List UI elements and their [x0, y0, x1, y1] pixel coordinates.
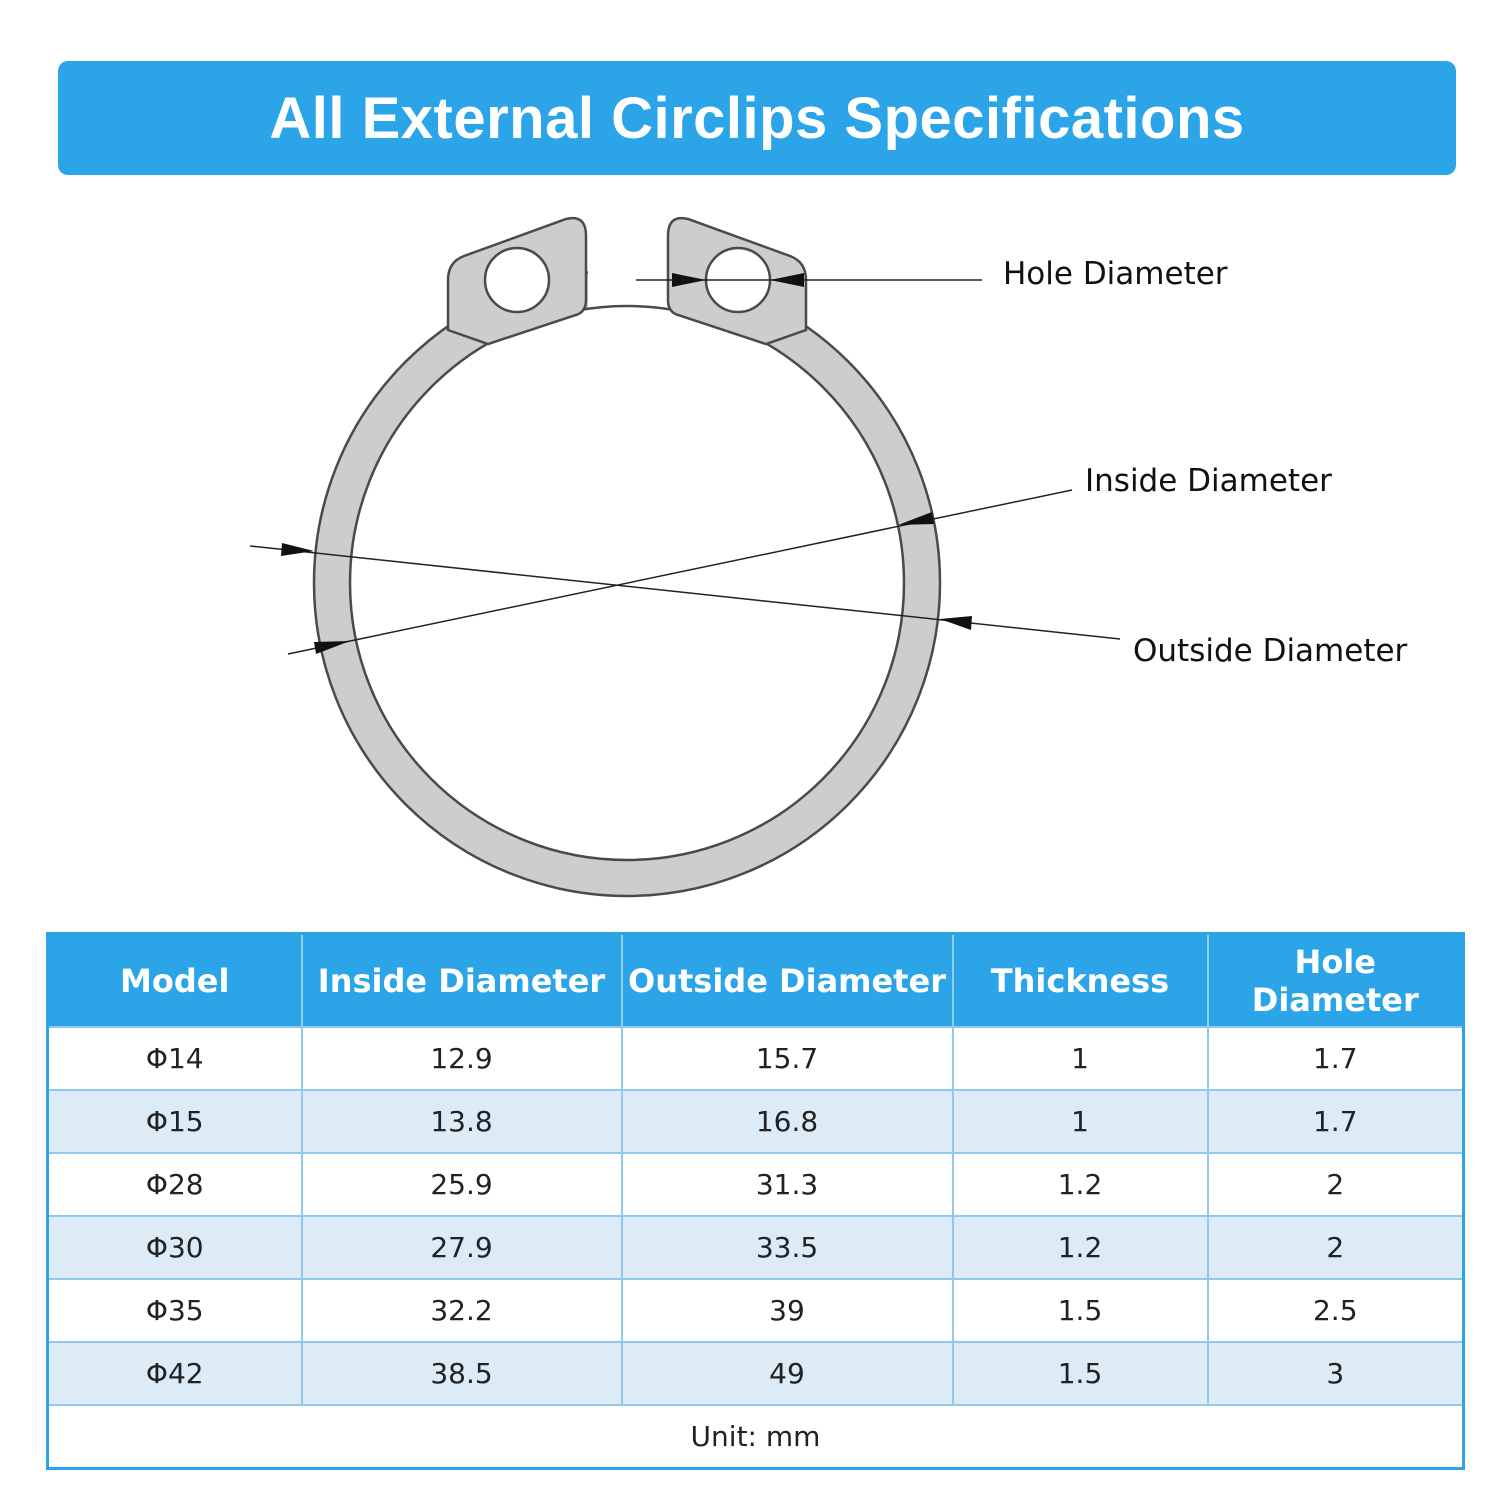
table-row: Φ42 38.5 49 1.5 3 [47, 1341, 1464, 1405]
cell-outside-diameter: 15.7 [620, 1026, 953, 1090]
inside-diameter-label: Inside Diameter [1085, 463, 1332, 499]
cell-model: Φ30 [47, 1215, 302, 1279]
header-hole-diameter: Hole Diameter [1206, 933, 1464, 1027]
unit-row: Unit: mm [47, 1404, 1464, 1469]
header-outside-diameter: Outside Diameter [620, 933, 953, 1027]
table-row: Φ30 27.9 33.5 1.2 2 [47, 1215, 1464, 1279]
cell-outside-diameter: 39 [620, 1278, 953, 1342]
cell-thickness: 1.2 [951, 1152, 1208, 1216]
cell-thickness: 1 [951, 1089, 1208, 1153]
cell-outside-diameter: 16.8 [620, 1089, 953, 1153]
inside-diameter-dimension [287, 489, 1073, 655]
hole-diameter-dimension [636, 273, 982, 287]
cell-outside-diameter: 33.5 [620, 1215, 953, 1279]
cell-hole-diameter: 3 [1206, 1341, 1464, 1405]
cell-thickness: 1 [951, 1026, 1208, 1090]
left-lug-hole [483, 246, 551, 314]
cell-hole-diameter: 1.7 [1206, 1026, 1464, 1090]
unit-note: Unit: mm [47, 1404, 1464, 1469]
cell-thickness: 1.5 [951, 1278, 1208, 1342]
cell-hole-diameter: 2 [1206, 1215, 1464, 1279]
table-header-row: Model Inside Diameter Outside Diameter T… [47, 933, 1464, 1027]
cell-inside-diameter: 32.2 [300, 1278, 622, 1342]
cell-hole-diameter: 2 [1206, 1152, 1464, 1216]
cell-outside-diameter: 31.3 [620, 1152, 953, 1216]
page-title: All External Circlips Specifications [269, 85, 1245, 151]
table-row: Φ14 12.9 15.7 1 1.7 [47, 1026, 1464, 1090]
cell-outside-diameter: 49 [620, 1341, 953, 1405]
cell-thickness: 1.5 [951, 1341, 1208, 1405]
circlip-diagram: Hole Diameter Inside Diameter Outside Di… [249, 216, 1408, 898]
header-inside-diameter: Inside Diameter [300, 933, 622, 1027]
cell-hole-diameter: 1.7 [1206, 1089, 1464, 1153]
cell-model: Φ28 [47, 1152, 302, 1216]
cell-model: Φ15 [47, 1089, 302, 1153]
cell-model: Φ14 [47, 1026, 302, 1090]
cell-inside-diameter: 13.8 [300, 1089, 622, 1153]
outside-diameter-label: Outside Diameter [1133, 633, 1408, 669]
header-model: Model [47, 933, 302, 1027]
cell-inside-diameter: 27.9 [300, 1215, 622, 1279]
outside-diameter-dimension [249, 543, 1121, 640]
cell-thickness: 1.2 [951, 1215, 1208, 1279]
table-row: Φ28 25.9 31.3 1.2 2 [47, 1152, 1464, 1216]
cell-hole-diameter: 2.5 [1206, 1278, 1464, 1342]
title-banner: All External Circlips Specifications [58, 61, 1456, 175]
cell-inside-diameter: 25.9 [300, 1152, 622, 1216]
cell-inside-diameter: 12.9 [300, 1026, 622, 1090]
table-row: Φ35 32.2 39 1.5 2.5 [47, 1278, 1464, 1342]
cell-inside-diameter: 38.5 [300, 1341, 622, 1405]
spec-table: Model Inside Diameter Outside Diameter T… [46, 932, 1465, 1470]
cell-model: Φ35 [47, 1278, 302, 1342]
header-thickness: Thickness [951, 933, 1208, 1027]
hole-diameter-label: Hole Diameter [1003, 256, 1228, 292]
cell-model: Φ42 [47, 1341, 302, 1405]
table-row: Φ15 13.8 16.8 1 1.7 [47, 1089, 1464, 1153]
